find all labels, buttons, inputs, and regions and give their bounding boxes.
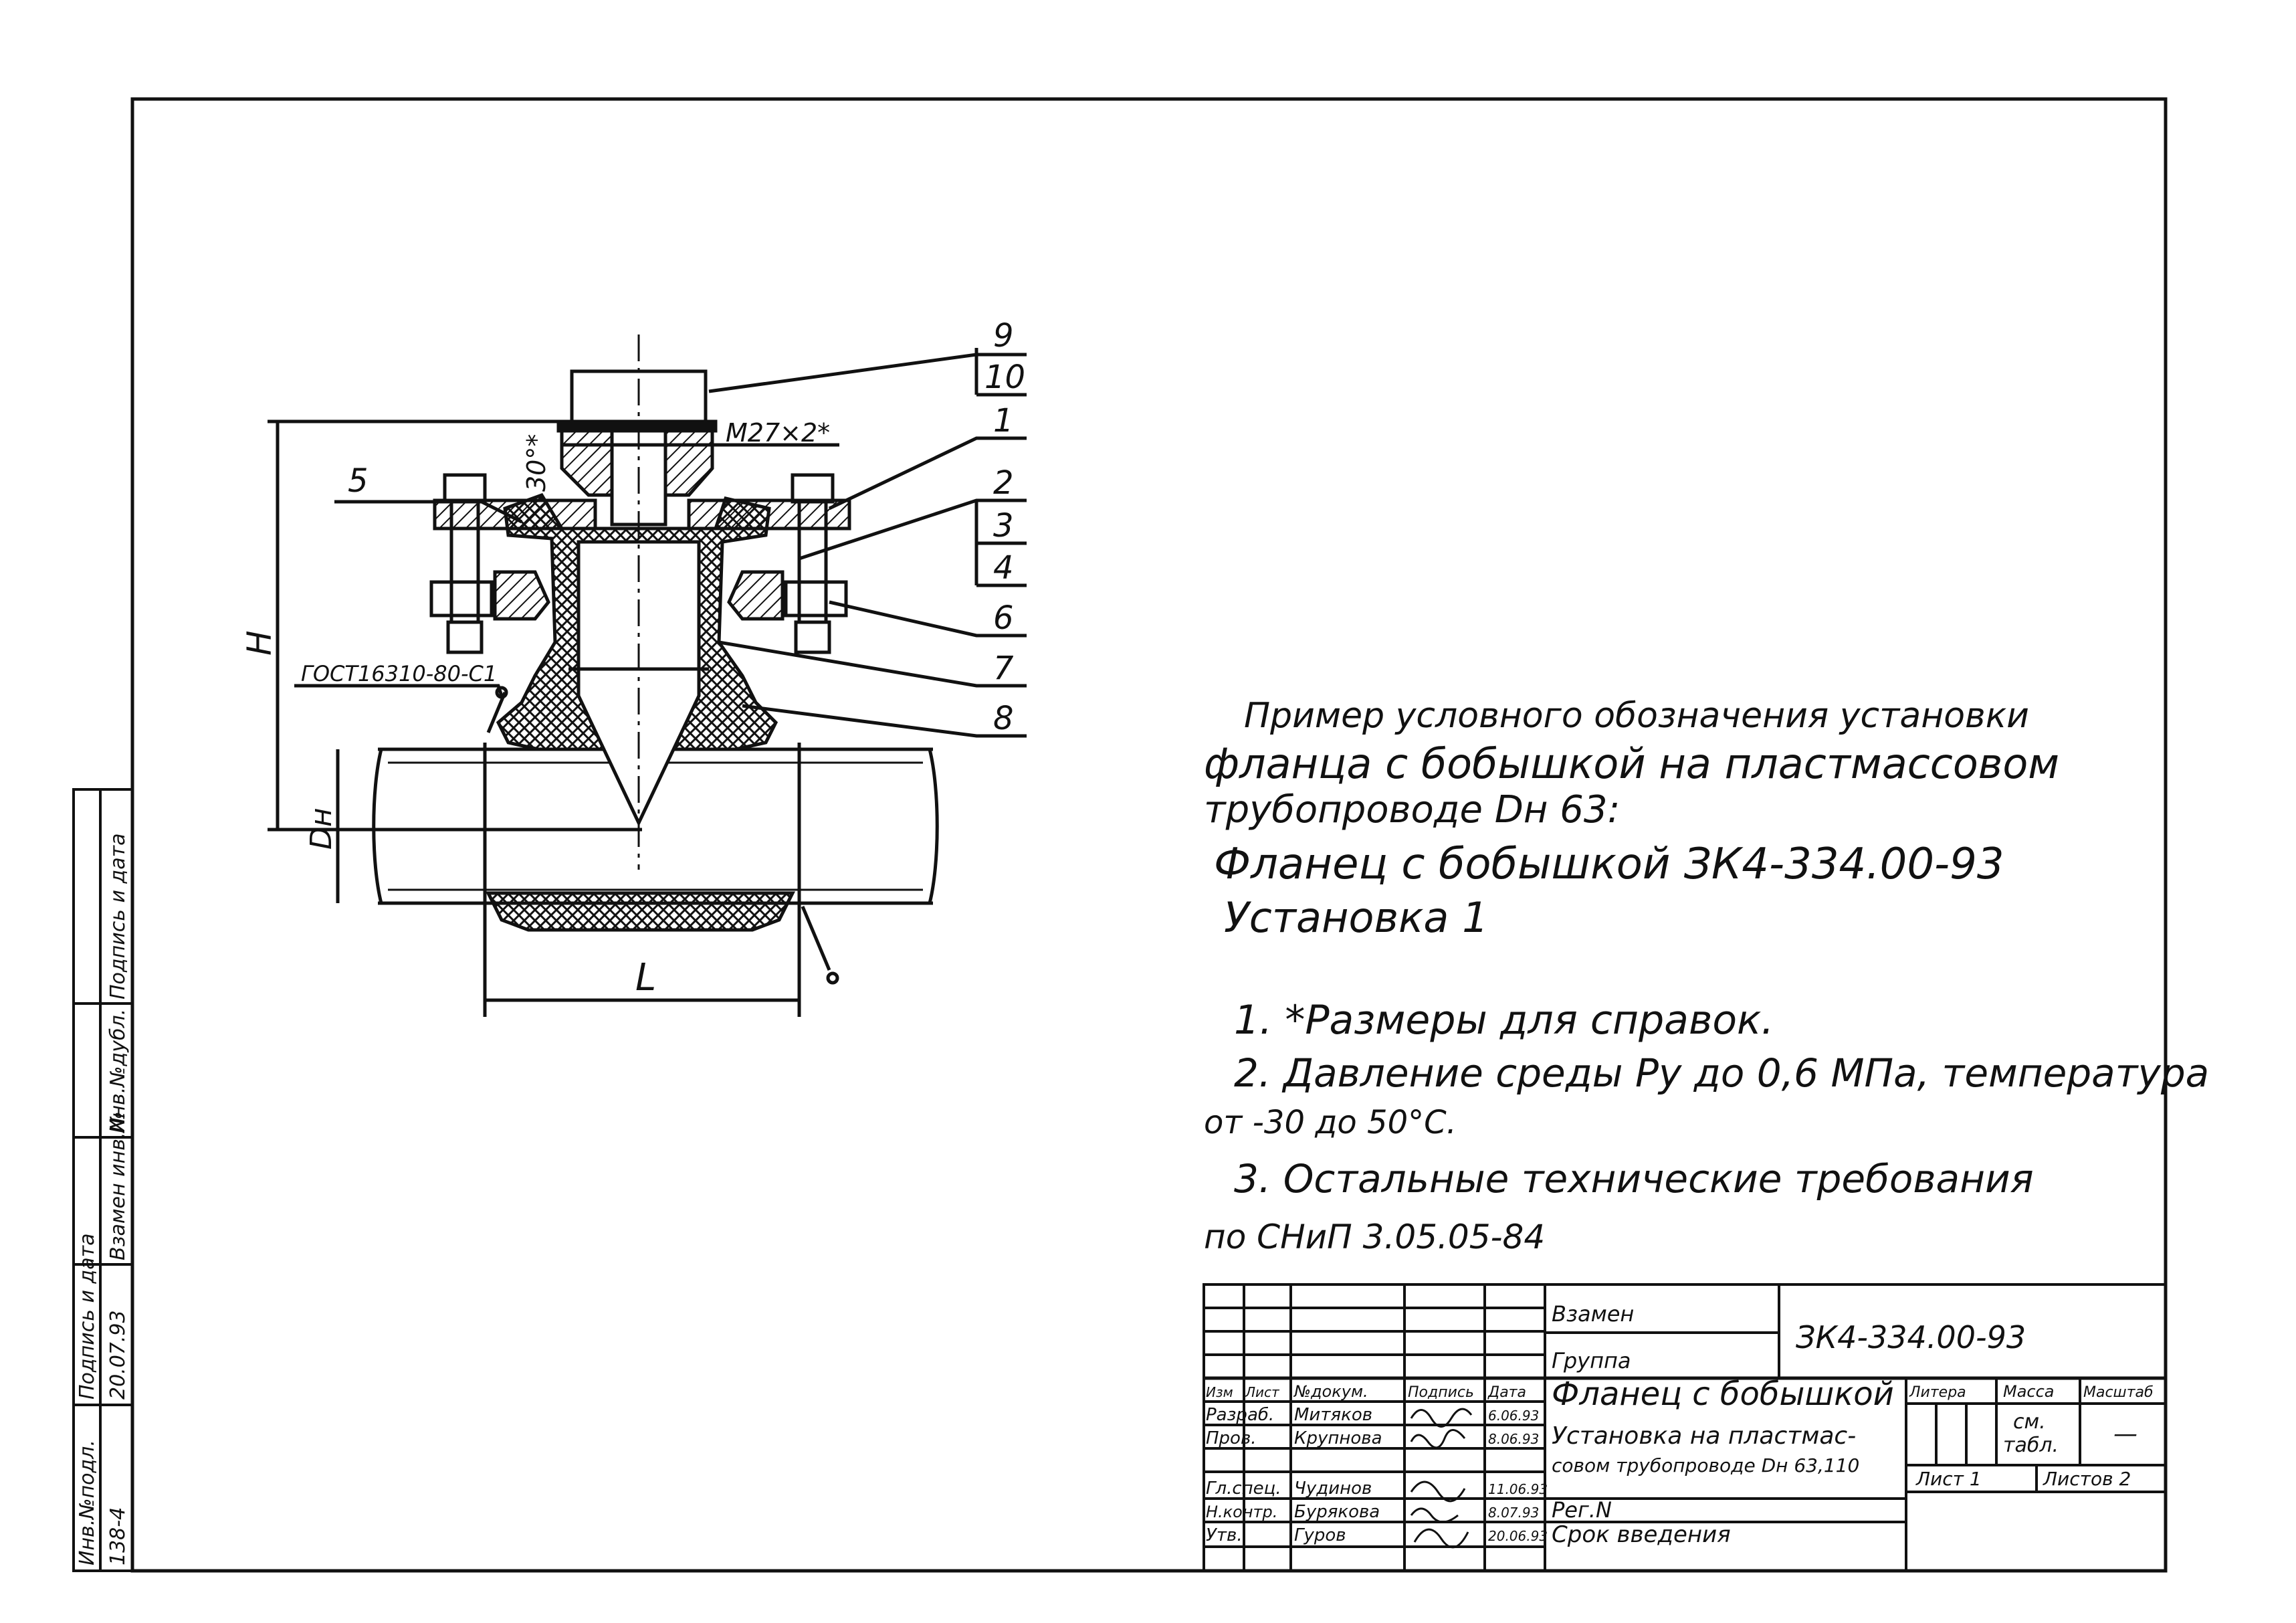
tb-listov: Листов 2 [2043,1468,2131,1490]
example-line-1: Пример условного обозначения установки [1244,696,2029,736]
tb-desc2: совом трубопроводе Dн 63,110 [1552,1454,1859,1476]
tb-head-izm: Изм [1206,1384,1233,1400]
note-3b: по СНиП 3.05.05-84 [1204,1218,1546,1256]
left-strip [72,788,134,1572]
tb-gruppa: Группа [1552,1348,1631,1373]
thread-label: M27×2* [726,418,830,448]
example-line-5: Установка 1 [1224,893,1489,942]
strip-c3: Взамен инв.№ [106,1111,130,1260]
note-2a: 2. Давление среды Ру до 0,6 МПа, темпера… [1234,1050,2210,1096]
tb-head-sign: Подпись [1408,1384,1474,1401]
example-line-4: Фланец с бобышкой ЗК4-334.00-93 [1214,840,2004,889]
strip-c4: Инв.№дубл. [106,1009,130,1133]
tb-row-role-2: Гл.спец. [1206,1478,1281,1499]
tb-masshtab-val: — [2113,1420,2137,1448]
tb-name: Фланец с бобышкой [1552,1375,1894,1413]
tb-head-doc: №докум. [1293,1382,1368,1401]
tb-row-name-2: Чудинов [1294,1478,1372,1499]
dia-label: Dн [304,807,338,850]
tb-row-role-0: Разраб. [1206,1405,1274,1425]
note-1: 1. *Размеры для справок. [1234,997,1774,1044]
pos-4: 4 [993,549,1014,587]
tb-row-date-1: 8.06.93 [1488,1431,1539,1447]
strip-c1v: 138-4 [106,1507,130,1565]
pos-2: 2 [993,464,1014,502]
tb-row-role-1: Пров. [1206,1428,1257,1448]
tb-row-role-4: Утв. [1206,1525,1243,1545]
pos-10: 10 [984,359,1025,396]
tb-desc1: Установка на пластмас- [1552,1422,1856,1450]
note-2b: от -30 до 50°С. [1204,1104,1457,1141]
tb-litera: Литера [1909,1384,1966,1401]
tb-row-role-3: Н.контр. [1206,1503,1277,1521]
flange-assembly-drawing [268,335,1027,1017]
tb-head-date: Дата [1487,1384,1526,1401]
pos-5: 5 [348,462,369,500]
tb-row-name-3: Бурякова [1294,1502,1380,1522]
tb-massa-val1: см. [2013,1410,2046,1434]
tb-row-date-2: 11.06.93 [1488,1481,1548,1497]
tb-row-date-3: 8.07.93 [1488,1505,1539,1521]
pos-9: 9 [993,317,1014,355]
tb-code: ЗК4-334.00-93 [1796,1319,2026,1355]
tb-head-list: Лист [1245,1384,1280,1400]
height-label: H [240,630,279,656]
pos-7: 7 [993,650,1014,687]
tb-row-name-4: Гуров [1294,1525,1346,1545]
tb-massa: Масса [2003,1382,2055,1401]
strip-c2v: 20.07.93 [106,1310,130,1400]
signatures [1410,1408,1473,1549]
tb-list: Лист 1 [1915,1468,1982,1490]
pos-8: 8 [993,700,1014,737]
note-3a: 3. Остальные технические требования [1234,1156,2034,1202]
tb-srok: Срок введения [1552,1521,1731,1548]
title-block [1203,1283,2167,1572]
strip-c5: Подпись и дата [106,834,130,1000]
tb-row-name-1: Крупнова [1294,1428,1382,1448]
tb-row-name-0: Митяков [1294,1405,1372,1425]
tb-row-date-0: 6.06.93 [1488,1408,1539,1424]
tb-zamen: Взамен [1552,1301,1634,1327]
tb-massa-val2: табл. [2003,1434,2059,1457]
length-label: L [635,956,656,999]
strip-c2: Подпись и дата [76,1234,99,1400]
weld-gost-label: ГОСТ16310-80-С1 [301,661,497,686]
tb-masshtab: Масштаб [2083,1384,2154,1401]
pos-6: 6 [993,599,1014,637]
pos-3: 3 [993,507,1014,545]
angle-label: 30°* [522,434,551,492]
pos-1: 1 [993,402,1014,440]
tb-reg: Рег.N [1552,1497,1612,1523]
tb-row-date-4: 20.06.93 [1488,1528,1548,1544]
strip-c1: Инв.№подл. [76,1440,99,1565]
example-line-3: трубопроводе Dн 63: [1204,788,1621,832]
example-line-2: фланца с бобышкой на пластмассовом [1204,739,2060,788]
